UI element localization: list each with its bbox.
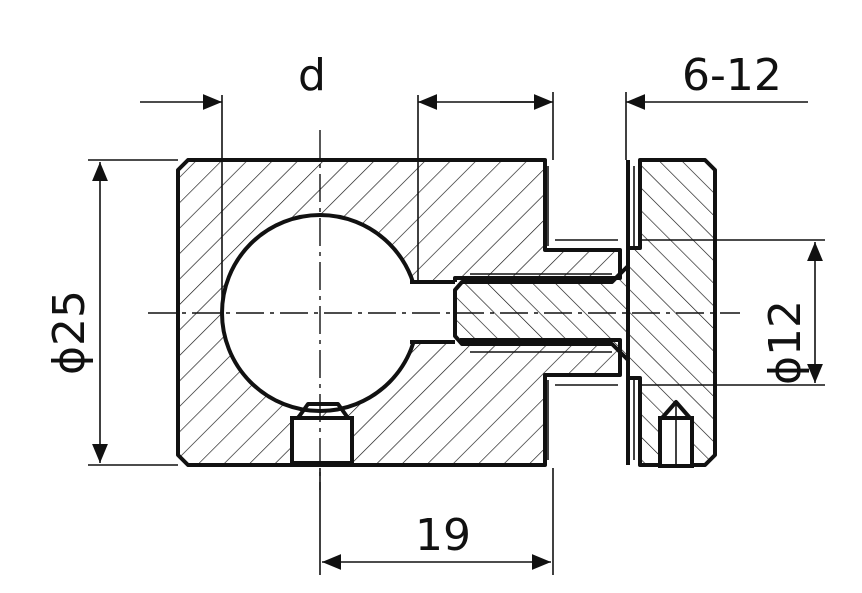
dimension-outer-diameter: ϕ25 <box>44 159 178 466</box>
dimension-stud-diameter: ϕ12 <box>640 239 825 386</box>
cap-pin <box>658 400 694 468</box>
dimension-d: d <box>140 50 545 300</box>
dimension-hole-offset-label: 19 <box>415 510 471 561</box>
set-screw <box>290 402 354 465</box>
clamp-body <box>176 158 622 467</box>
dimension-d-label: d <box>298 50 326 101</box>
dimension-outer-diameter-label: ϕ25 <box>44 290 95 375</box>
dimension-hole-offset: 19 <box>319 468 554 575</box>
dimension-panel-thickness: 6-12 <box>500 50 808 160</box>
dimension-panel-thickness-label: 6-12 <box>682 50 782 101</box>
stud-pin <box>453 264 630 362</box>
cap-head <box>626 158 717 468</box>
bore-slot <box>405 282 460 342</box>
dimension-stud-diameter-label: ϕ12 <box>760 300 811 385</box>
